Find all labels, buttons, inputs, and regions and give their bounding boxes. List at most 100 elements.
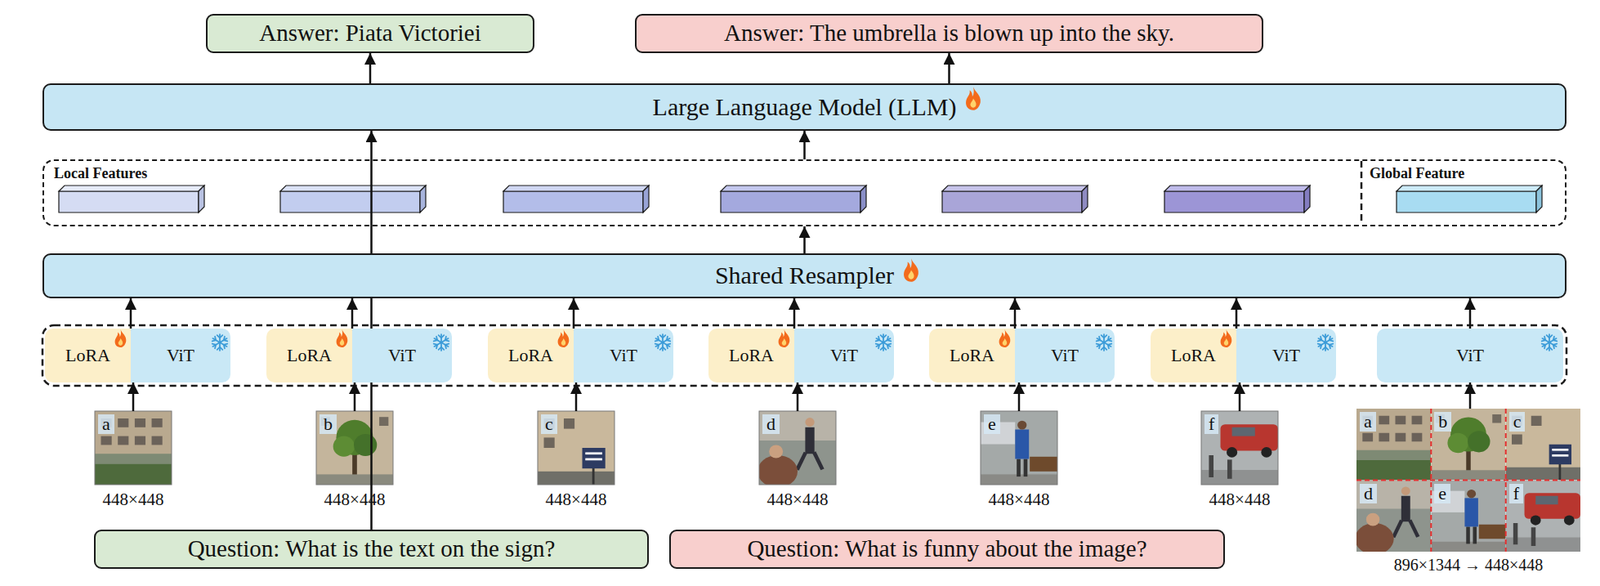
full-image-part-part	[1356, 479, 1581, 482]
image-patches-part-part	[1201, 411, 1279, 485]
feature-cubes-part	[1536, 185, 1542, 213]
box-label: Answer: Piata Victoriei	[259, 19, 482, 47]
flow-arrow	[575, 382, 578, 412]
box-label: ViT	[830, 344, 859, 366]
patch-letter: e	[983, 414, 1001, 434]
feature-separator	[1360, 160, 1364, 225]
full-image-part	[1356, 408, 1581, 552]
frozen-icons-part	[1095, 334, 1113, 351]
vit-box: ViT	[130, 328, 231, 383]
lora-box: LoRA	[708, 328, 795, 383]
flow-arrow	[796, 382, 800, 412]
box-label: Shared Resampler	[715, 261, 894, 291]
image-patch: abcdef896×1344 → 448×448	[1356, 408, 1581, 552]
resolution-label: 448×448	[324, 489, 386, 510]
image-patches-part-part	[316, 411, 394, 485]
image-patches-part	[757, 411, 836, 488]
module-band: Shared Resampler	[42, 253, 1567, 299]
patch-letter: b	[1434, 411, 1452, 432]
vit-box: ViT	[573, 328, 674, 383]
flow-arrow	[1014, 298, 1017, 329]
patch-letter: f	[1204, 414, 1219, 434]
flow-arrow	[572, 298, 576, 329]
resolution-label: 896×1344 → 448×448	[1394, 555, 1544, 575]
lora-box: LoRA	[266, 328, 353, 383]
flow-arrow	[129, 298, 133, 329]
feature-group: Local Features Global Feature	[42, 159, 1567, 227]
feature-cubes-part	[1164, 191, 1305, 213]
flow-arrow	[947, 53, 951, 84]
group-heading: Local Features	[53, 165, 148, 183]
box-label: ViT	[1050, 344, 1079, 366]
lora-box: LoRA	[487, 328, 574, 383]
feature-cubes-part	[942, 191, 1082, 213]
box-label: LoRA	[286, 344, 332, 366]
feature-cubes-part	[643, 185, 649, 213]
frozen-icons-part	[211, 334, 228, 351]
image-patches-part-part	[980, 411, 1058, 485]
vit-box: ViT	[1014, 328, 1115, 383]
image-patch: a448×448	[94, 411, 172, 485]
trainable-icon	[965, 86, 981, 111]
box-label: Question: What is the text on the sign?	[187, 535, 556, 563]
flow-arrow	[1018, 382, 1021, 412]
lora-box: LoRA	[929, 328, 1015, 383]
box-label: ViT	[388, 344, 416, 366]
feature-cubes-part	[58, 191, 199, 213]
flow-arrow	[1235, 298, 1238, 329]
box-label: ViT	[609, 344, 638, 366]
image-patches-part	[94, 411, 172, 485]
full-image-part	[1354, 480, 1431, 555]
flow-arrow	[793, 298, 796, 329]
frozen-icons-part	[654, 334, 671, 351]
vit-box: ViT	[352, 328, 452, 383]
frozen-icons-part	[1317, 334, 1334, 351]
trainable-icons-part	[999, 329, 1011, 348]
box-label: Question: What is funny about the image?	[746, 535, 1147, 563]
feature-cubes-part	[58, 185, 205, 192]
feature-cubes-part	[280, 191, 421, 213]
image-patches-part	[537, 411, 615, 485]
image-patches-part-part	[537, 411, 615, 485]
full-image	[1354, 408, 1581, 555]
image-patch: f448×448	[1201, 411, 1279, 485]
flow-arrow	[1469, 298, 1472, 329]
group-heading: Global Feature	[1369, 165, 1465, 183]
text-box: Question: What is the text on the sign?	[93, 529, 649, 569]
resolution-label: 448×448	[102, 489, 165, 510]
frozen-icons	[211, 334, 1558, 351]
flow-arrow	[1469, 382, 1472, 409]
patch-letter: b	[319, 414, 337, 434]
feature-cubes-part	[720, 191, 861, 213]
feature-cubes-part	[1081, 185, 1088, 213]
flow-arrow	[369, 53, 372, 84]
image-patches-part	[980, 411, 1058, 485]
image-patches	[94, 411, 1279, 488]
box-label: ViT	[166, 344, 195, 366]
feature-cubes-part	[1304, 185, 1310, 213]
full-image-part	[1356, 408, 1431, 481]
feature-cubes-part	[1396, 191, 1537, 213]
image-patch: e448×448	[980, 411, 1058, 485]
feature-cubes-part	[720, 185, 867, 192]
feature-cubes-part	[420, 185, 426, 213]
patch-letter: c	[540, 414, 558, 434]
resolution-label: 448×448	[545, 489, 608, 510]
image-patches-part	[316, 411, 394, 485]
vit-box: ViT	[794, 328, 894, 383]
flow-arrow	[803, 130, 806, 160]
image-patches-part	[94, 411, 1279, 485]
encoder-group-frame	[42, 325, 1567, 386]
image-patch: c448×448	[537, 411, 615, 485]
box-label: ViT	[1456, 344, 1484, 366]
feature-cubes-part	[1396, 185, 1542, 192]
trainable-icons-part	[558, 329, 570, 348]
patch-letter: a	[1359, 411, 1377, 432]
resolution-label: 448×448	[767, 489, 829, 510]
feature-cubes-part	[1164, 185, 1310, 192]
trainable-icons	[115, 329, 1233, 348]
feature-cubes-part	[503, 185, 649, 192]
full-image-part	[1506, 480, 1581, 553]
box-label: LoRA	[65, 344, 111, 366]
feature-cubes	[58, 185, 1542, 213]
